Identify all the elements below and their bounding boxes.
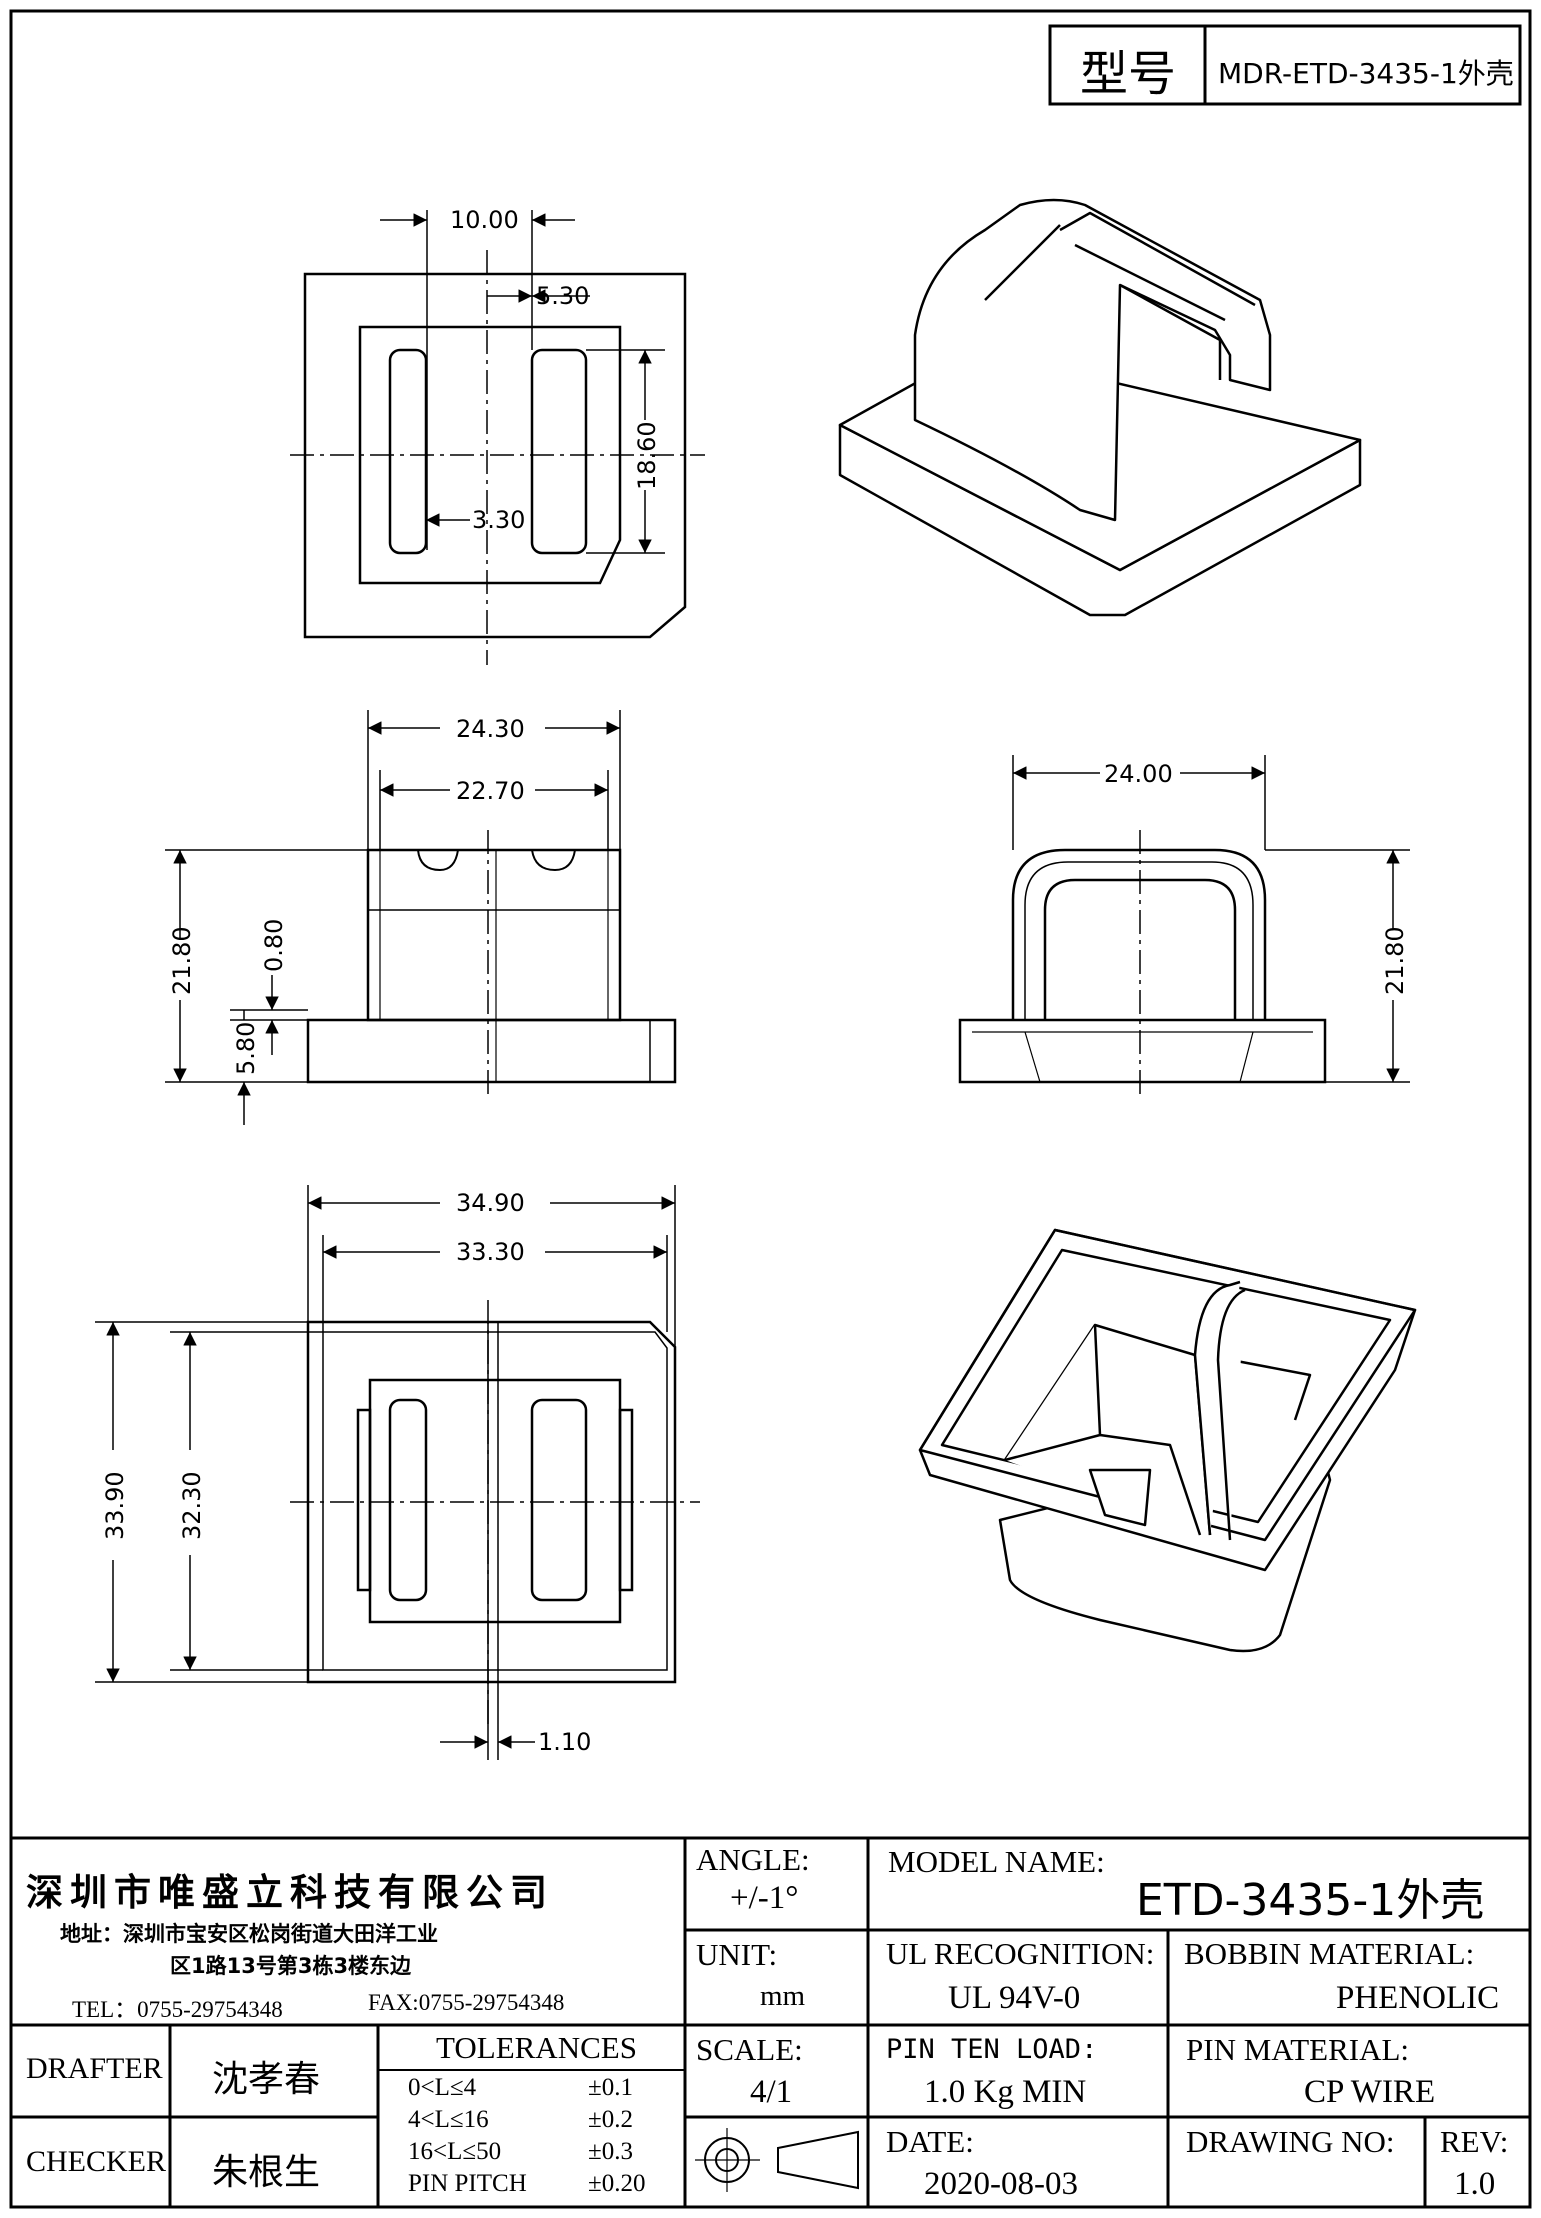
tolerance-row: 4<L≤16 ±0.2 — [408, 2106, 678, 2138]
pin-ten-load-label: PIN TEN LOAD: — [886, 2034, 1098, 2065]
dim-front-inner: 22.70 — [456, 777, 525, 805]
company-tel: TEL：0755-29754348 — [72, 1997, 283, 2022]
tolerance-range: 4<L≤16 — [408, 2106, 489, 2133]
model-name-value: ETD-3435-1外壳 — [1136, 1875, 1485, 1926]
bobbin-material-label: BOBBIN MATERIAL: — [1184, 1936, 1475, 1971]
top-view-dims — [380, 210, 665, 554]
dim-front-outer: 24.30 — [456, 715, 525, 743]
company-name: 深圳市唯盛立科技有限公司 — [26, 1871, 554, 1914]
dim-bottom-h-outer: 33.90 — [101, 1471, 129, 1540]
side-view-dims — [1012, 755, 1410, 1083]
model-label: 型号 — [1080, 46, 1177, 102]
title-block-top — [1048, 24, 1522, 106]
isometric-view-top — [838, 198, 1362, 617]
top-view — [290, 250, 705, 665]
rev-value: 1.0 — [1454, 2166, 1496, 2202]
unit-label: UNIT: — [696, 1937, 778, 1972]
tolerances-title: TOLERANCES — [436, 2030, 637, 2065]
angle-label: ANGLE: — [696, 1842, 810, 1877]
checker-name: 朱根生 — [212, 2152, 321, 2193]
bottom-view-dims — [95, 1185, 676, 1760]
model-name-label: MODEL NAME: — [888, 1844, 1105, 1879]
tolerance-row: PIN PITCH ±0.20 — [408, 2170, 678, 2202]
front-view-dims — [165, 710, 621, 1125]
rev-label: REV: — [1440, 2124, 1509, 2159]
dim-top-offset: 5.30 — [536, 282, 589, 310]
tolerance-range: PIN PITCH — [408, 2170, 527, 2197]
dim-front-step: 0.80 — [260, 919, 288, 972]
company-address-line2: 区1路13号第3栋3楼东边 — [170, 1954, 412, 1978]
tolerance-value: ±0.20 — [588, 2170, 646, 2197]
pin-material-label: PIN MATERIAL: — [1186, 2032, 1410, 2067]
company-address-line1: 地址：深圳市宝安区松岗街道大田洋工业 — [60, 1922, 438, 1946]
drawing-no-label: DRAWING NO: — [1186, 2124, 1395, 2159]
tolerance-range: 0<L≤4 — [408, 2074, 477, 2101]
dim-top-width: 10.00 — [450, 206, 519, 234]
tolerance-row: 0<L≤4 ±0.1 — [408, 2074, 678, 2106]
scale-value: 4/1 — [750, 2074, 793, 2110]
dim-top-height: 18.60 — [633, 421, 661, 490]
isometric-view-bottom — [918, 1228, 1417, 1653]
bobbin-material-value: PHENOLIC — [1336, 1980, 1500, 2016]
dim-front-height: 21.80 — [168, 926, 196, 995]
sheet-frame — [9, 9, 1532, 2209]
dim-bottom-outer: 34.90 — [456, 1189, 525, 1217]
unit-value: mm — [760, 1980, 806, 2012]
dim-bottom-inner: 33.30 — [456, 1238, 525, 1266]
date-value: 2020-08-03 — [924, 2166, 1078, 2202]
side-view — [958, 830, 1327, 1100]
ul-label: UL RECOGNITION: — [886, 1936, 1155, 1971]
front-view — [306, 830, 677, 1100]
dim-side-width: 24.00 — [1104, 760, 1173, 788]
drafter-name: 沈孝春 — [212, 2059, 321, 2100]
dim-side-height: 21.80 — [1381, 926, 1409, 995]
title-block-grid — [11, 1836, 1530, 2207]
tolerance-value: ±0.3 — [588, 2138, 633, 2165]
dim-front-base: 5.80 — [232, 1022, 260, 1075]
dim-bottom-gap: 1.10 — [538, 1728, 591, 1756]
drafter-label: DRAFTER — [26, 2052, 163, 2085]
checker-label: CHECKER — [26, 2145, 167, 2178]
dim-bottom-h-inner: 32.30 — [178, 1471, 206, 1540]
pin-ten-load-value: 1.0 Kg MIN — [924, 2074, 1087, 2110]
scale-label: SCALE: — [696, 2032, 803, 2067]
model-code: MDR-ETD-3435-1外壳 — [1218, 57, 1514, 90]
projection-symbol-icon — [695, 2128, 859, 2192]
tolerance-table: 0<L≤4 ±0.1 4<L≤16 ±0.2 16<L≤50 ±0.3 PIN … — [408, 2074, 678, 2204]
company-fax: FAX:0755-29754348 — [368, 1990, 565, 2015]
tolerance-value: ±0.2 — [588, 2106, 633, 2133]
tolerance-row: 16<L≤50 ±0.3 — [408, 2138, 678, 2170]
date-label: DATE: — [886, 2124, 974, 2159]
dim-top-slot: 3.30 — [472, 506, 525, 534]
tolerance-value: ±0.1 — [588, 2074, 633, 2101]
bottom-view — [290, 1300, 700, 1730]
pin-material-value: CP WIRE — [1304, 2074, 1436, 2110]
angle-value: +/-1° — [730, 1880, 799, 1916]
tolerance-range: 16<L≤50 — [408, 2138, 502, 2165]
ul-value: UL 94V-0 — [948, 1980, 1081, 2016]
